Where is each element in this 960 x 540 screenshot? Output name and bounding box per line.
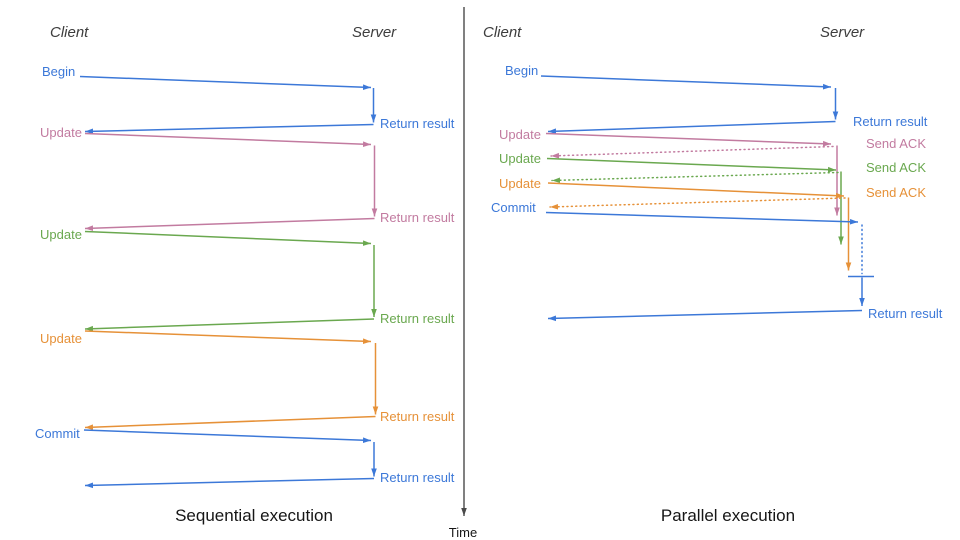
seq-step3-return-label: Return result [380,311,455,326]
par-step5-return-arrow [547,309,863,322]
parallel-title: Parallel execution [661,506,795,525]
par-step4-request-label: Update [499,176,541,191]
seq-step3-request-label: Update [40,227,82,242]
seq-step2-return-arrow [84,217,375,232]
par-step3-ack-label: Send ACK [866,160,926,175]
seq-step3-return-arrow [84,318,375,332]
par-step5-request-arrow [545,211,859,225]
seq-step4-return-arrow [84,415,376,430]
par-step5-return-label: Return result [868,306,943,321]
par-step2-ack-label: Send ACK [866,136,926,151]
time-axis-label: Time [449,525,477,540]
par-step4-ack-label: Send ACK [866,185,926,200]
par-step3-ack-arrow [551,171,839,184]
seq-step2-return-label: Return result [380,210,455,225]
seq-step5-return-arrow [84,477,375,489]
par-step5-request-label: Commit [491,200,536,215]
par-step4-ack-arrow [549,197,846,210]
seq-step2-request-label: Update [40,125,82,140]
seq-step4-request-label: Update [40,331,82,346]
seq-step5-return-label: Return result [380,470,455,485]
par-step2-request-arrow [545,132,832,147]
seq-step4-request-arrow [84,330,372,345]
sequential-title: Sequential execution [175,506,333,525]
par-step3-request-label: Update [499,151,541,166]
par-step4-request-arrow [547,182,845,199]
seq-step1-return-arrow [84,123,374,135]
par-step3-request-arrow [546,157,837,173]
seq-step1-request-arrow [79,75,372,90]
sequential-diagram: Client Server Begin Return result Update… [35,24,455,525]
par-step1-request-label: Begin [505,63,538,78]
par-step2-request-label: Update [499,127,541,142]
seq-step5-request-label: Commit [35,426,80,441]
seq-step1-return-label: Return result [380,116,455,131]
par-step1-return-arrow [547,120,836,135]
par-step1-request-arrow [540,75,832,90]
parallel-diagram: Client Server Begin Return result Update… [483,24,943,525]
seq-step1-request-label: Begin [42,64,75,79]
par-client-header: Client [483,24,522,41]
seq-step2-request-arrow [84,132,372,147]
seq-step5-request-arrow [83,429,372,444]
par-server-header: Server [820,24,865,41]
seq-step4-return-label: Return result [380,409,455,424]
seq-server-header: Server [352,24,397,41]
seq-step3-request-arrow [84,230,372,246]
par-step2-ack-arrow [550,145,834,159]
seq-client-header: Client [50,24,89,41]
par-step1-return-label: Return result [853,114,928,129]
